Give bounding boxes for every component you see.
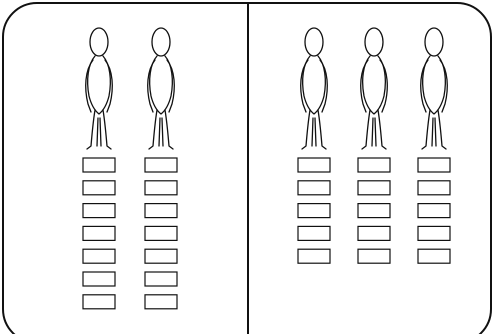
figure-right-arm [319,59,328,113]
figure-torso [422,55,446,115]
figure-left-leg [148,109,158,150]
stack-block [417,157,451,173]
figure-left-leg [86,109,96,150]
right-panel [297,27,451,264]
stack-block [417,180,451,196]
figure-left-arm [300,59,309,113]
stack-block [417,225,451,241]
figure-right-leg [437,109,447,150]
left-panel [82,27,178,310]
person-figure [85,27,113,150]
person-figure [147,27,175,150]
figure-right-arm [379,59,388,113]
stack-block [82,203,116,219]
stack-block [82,180,116,196]
figure-right-arm [166,59,175,113]
stack-block [357,157,391,173]
stack-block [297,180,331,196]
stack-block [297,225,331,241]
stack-block [82,248,116,264]
stack-block [144,225,178,241]
figure-right-leg [317,109,327,150]
person-figure [420,27,448,150]
figure-left-arm [147,59,156,113]
figure-left-arm [85,59,94,113]
figure-head [424,27,444,57]
stack-block [297,248,331,264]
stack-block [82,294,116,310]
stack-block [144,271,178,287]
person-figure [300,27,328,150]
figure-right-arm [439,59,448,113]
figure-inner-leg [311,117,317,147]
stack-block [82,157,116,173]
figure-head [89,27,109,57]
figure-inner-leg [158,117,164,147]
figure-head [151,27,171,57]
figure-torso [302,55,326,115]
stack-block [82,271,116,287]
figure-head [364,27,384,57]
person-figure [360,27,388,150]
figure-torso [87,55,111,115]
figure-right-leg [377,109,387,150]
stack-block [144,203,178,219]
figure-inner-leg [371,117,377,147]
figure-inner-leg [431,117,437,147]
stack-block [417,248,451,264]
figure-right-leg [164,109,174,150]
figure-inner-leg [96,117,102,147]
figure-left-arm [420,59,429,113]
stack-block [357,203,391,219]
stack-block [144,248,178,264]
figure-left-arm [360,59,369,113]
stack-block [144,294,178,310]
stack-block [357,248,391,264]
stack-block [357,180,391,196]
stack-block [82,225,116,241]
stack-block [297,203,331,219]
stack-block [297,157,331,173]
stack-block [357,225,391,241]
figure-left-leg [301,109,311,150]
figure-torso [149,55,173,115]
figure-torso [362,55,386,115]
stack-block [417,203,451,219]
figure-right-arm [104,59,113,113]
stack-block [144,180,178,196]
figure-left-leg [421,109,431,150]
figure-head [304,27,324,57]
stack-block [144,157,178,173]
figure-right-leg [102,109,112,150]
figure-left-leg [361,109,371,150]
